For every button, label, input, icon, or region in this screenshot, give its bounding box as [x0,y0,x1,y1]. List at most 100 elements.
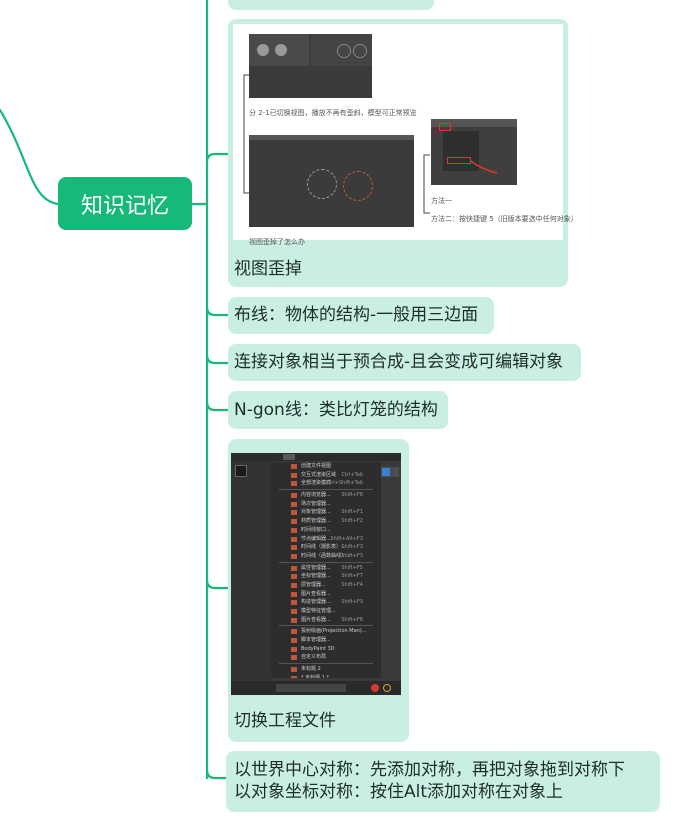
menu-item-shortcut: Shift+F1 [341,509,363,516]
menu-item[interactable]: 对象管理器... Shift+F1 [271,508,381,517]
menu-item-shortcut: Ctrl+Shift+Tab [325,480,363,487]
menu-item-icon [291,591,297,597]
menu-item[interactable]: 属性管理器... Shift+F5 [271,564,381,573]
menu-item-label: 对象管理器... [301,509,331,516]
ngon-label: N-gon线：类比灯笼的结构 [234,400,438,420]
menu-item-label: 全部渲染模式 [301,480,332,487]
node-symmetry[interactable]: 以世界中心对称：先添加对称，再把对象拖到对称下 以对象坐标对称：按住Alt添加对… [226,751,660,812]
menu-item-icon [291,667,297,673]
menu-item-label: 坐标管理器... [301,573,331,580]
symmetry-line-1: 以世界中心对称：先添加对称，再把对象拖到对称下 [234,760,625,780]
menu-separator [279,625,373,627]
menu-item-label: 交互式渲染区域 [301,471,337,478]
menu-item-label: 投射绘画(Projection Man)... [301,628,367,635]
menu-separator [279,663,373,665]
menu-item-shortcut: Shift+F7 [341,573,363,580]
menu-item-shortcut: Shift+F5 [341,564,363,571]
timeline-bar [231,681,401,695]
view-tilt-image: 分 2-1已切换视图，播放不再有歪斜，模型可正常预览 视图歪掉了怎么办 方法一 … [233,24,578,246]
menu-item[interactable]: 时间线（摄影表）...Shift+F3 [271,543,381,552]
menu-item-label: * 未标题 1 * [301,674,329,678]
menu-item-label: 层管理器... [301,581,326,588]
menu-item[interactable]: * 未标题 1 * [271,674,381,678]
menu-separator [279,489,373,491]
menu-item[interactable]: 坐标管理器... Shift+F7 [271,572,381,581]
menu-item[interactable]: 图片查看器... [271,590,381,599]
menu-item-label: 内容浏览器... [301,492,331,499]
menu-item-label: 构造管理器... [301,599,331,606]
menu-item-label: 未标题 2 [301,666,321,673]
menu-item[interactable]: 图片查看器...Shift+F6 [271,616,381,625]
menu-item-icon [291,655,297,661]
menu-item[interactable]: 未标题 2 [271,665,381,674]
menu-item[interactable]: 节点编辑器...Shift+Alt+F3 [271,535,381,544]
previous-node-partial [228,0,434,10]
node-connect-objects[interactable]: 连接对象相当于预合成-且会变成可编辑对象 [228,344,581,381]
menu-item-shortcut: Shift+Alt+F3 [330,535,363,542]
menu-item-label: BodyPaint 3D [301,645,335,652]
menu-item-icon [291,609,297,614]
menu-item-icon [291,600,297,606]
menu-item-label: 时间线（函数曲线）... [301,552,351,559]
menu-item-label: 模型特征管理... [301,608,336,614]
node-ngon[interactable]: N-gon线：类比灯笼的结构 [228,391,448,429]
left-toolbar [231,461,271,681]
node-view-tilt[interactable]: 分 2-1已切换视图，播放不再有歪斜，模型可正常预览 视图歪掉了怎么办 方法一 … [228,19,578,287]
central-topic[interactable]: 知识记忆 [58,177,192,230]
menu-item-icon [291,675,297,678]
menu-item[interactable]: 交互式渲染区域 Ctrl+Tab [271,471,381,480]
menu-item-label: 属性管理器... [301,564,331,571]
menu-item-shortcut: Ctrl+Tab [341,471,363,478]
menu-item[interactable]: 内容浏览器...Shift+F8 [271,491,381,500]
menu-item-shortcut: Shift+F3 [341,544,363,551]
menu-item-label: 节点编辑器... [301,535,331,542]
menu-item[interactable]: 材质管理器...Shift+F2 [271,517,381,526]
menu-item[interactable]: 模型特征管理... [271,607,381,616]
menu-item-shortcut: Shift+F3 [341,599,363,606]
topology-label: 布线：物体的结构-一般用三边面 [234,305,479,325]
node-topology[interactable]: 布线：物体的结构-一般用三边面 [228,297,494,334]
thumb-right-menu [431,119,517,185]
menu-item-label: 自定义布局 [301,654,327,661]
menubar [231,453,401,461]
menu-item-icon [291,493,297,499]
menu-item-shortcut: Shift+F6 [341,616,363,623]
left-bracket [243,74,250,194]
menu-item[interactable]: 层管理器... Shift+F4 [271,581,381,590]
menu-item[interactable]: BodyPaint 3D [271,645,381,654]
menu-item-icon [291,536,297,542]
menu-item-icon [291,638,297,644]
menu-item-icon [291,472,297,478]
menu-item[interactable]: 场次管理器... [271,500,381,509]
menu-item[interactable]: 脚本管理器... [271,636,381,645]
menu-item-icon [291,646,297,652]
menu-item-icon [291,582,297,588]
menu-item-label: 图片查看器... [301,590,331,597]
menu-item[interactable]: 自定义布局 [271,653,381,662]
connect-label: 连接对象相当于预合成-且会变成可编辑对象 [234,352,564,372]
menu-item-shortcut: Shift+F4 [341,581,363,588]
menu-item[interactable]: 创建文件视图 [271,462,381,471]
menu-item-icon [291,464,297,469]
menu-item[interactable]: 时间线窗口... [271,526,381,535]
menu-item-shortcut: Shift+F3 [341,552,363,559]
menu-item-icon [291,574,297,580]
right-bracket [423,154,430,214]
thumb-bottom-left [249,135,414,227]
caption-method-2: 方法二：按快捷键 5（旧版本要选中任何对象） [431,215,578,223]
menu-item-icon [291,519,297,525]
menu-item-icon [291,501,297,507]
menu-item-icon [291,617,297,623]
menu-item-label: 脚本管理器... [301,637,331,644]
menu-item-label: 时间线窗口... [301,526,331,533]
menu-item[interactable]: 时间线（函数曲线）...Shift+F3 [271,552,381,561]
menu-item[interactable]: 投射绘画(Projection Man)... [271,627,381,636]
menu-separator [279,561,373,563]
menu-item-label: 创建文件视图 [301,463,332,469]
menu-item[interactable]: 构造管理器... Shift+F3 [271,598,381,607]
central-topic-label: 知识记忆 [80,193,169,219]
